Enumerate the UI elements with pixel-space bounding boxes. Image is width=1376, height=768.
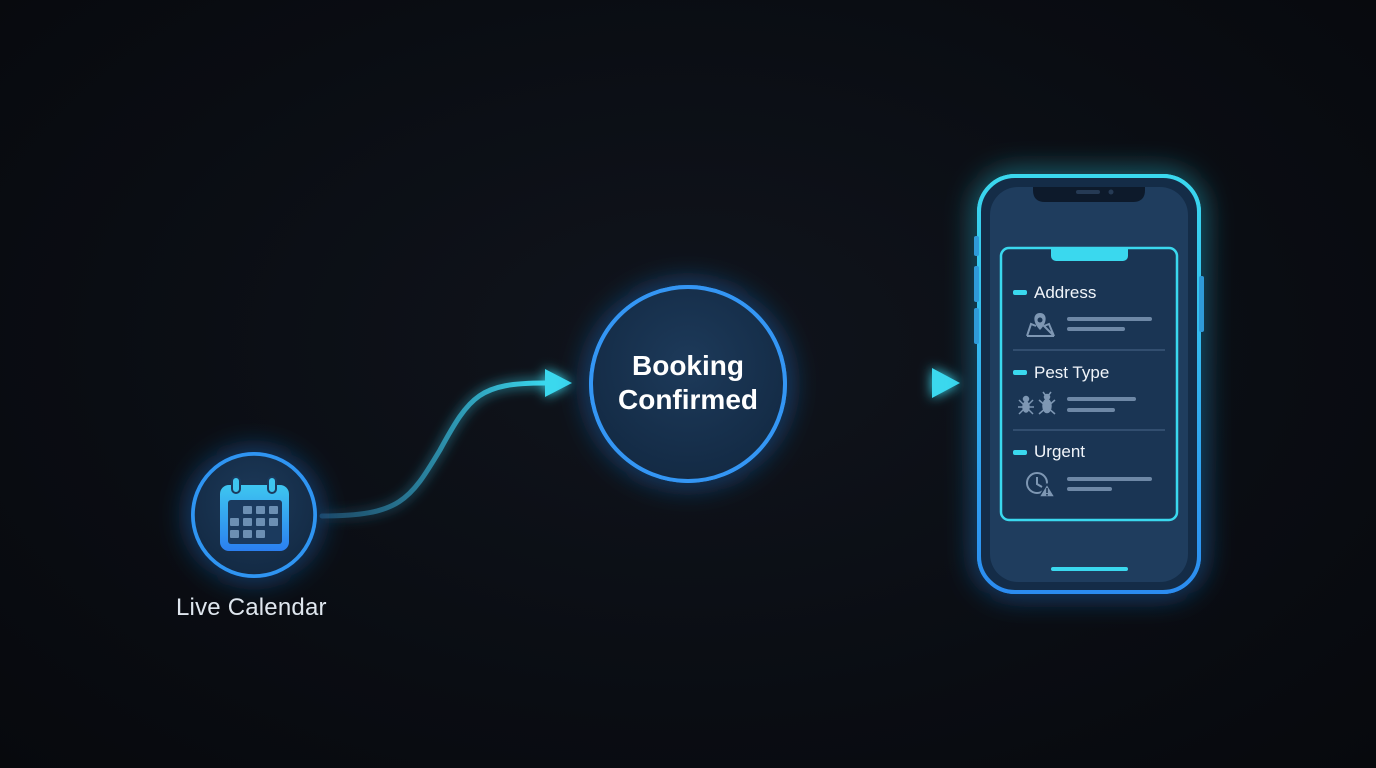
- urgent-marker: [1013, 450, 1027, 455]
- connector-calendar-to-booking: [319, 369, 572, 519]
- phone-side-button: [1199, 276, 1204, 332]
- field-label-pest-type: Pest Type: [1034, 363, 1110, 382]
- calendar-icon: [220, 476, 289, 551]
- phone-side-button: [974, 308, 979, 344]
- field-label-address: Address: [1034, 283, 1097, 302]
- connector-booking-to-phone: [793, 368, 960, 398]
- arrowhead-1: [545, 369, 572, 397]
- arrowhead-2: [932, 368, 960, 398]
- booking-label-line2: Confirmed: [618, 384, 758, 415]
- insects-icon: [1018, 391, 1056, 415]
- field-label-urgent: Urgent: [1034, 442, 1086, 461]
- booking-label: Booking Confirmed: [588, 349, 788, 417]
- calendar-label: Live Calendar: [176, 594, 327, 621]
- phone-notch: [1033, 187, 1145, 202]
- booking-card: [999, 246, 1179, 522]
- phone-side-button: [974, 236, 979, 256]
- pest-type-marker: [1013, 370, 1027, 375]
- home-indicator: [1051, 567, 1128, 571]
- phone-side-button: [974, 266, 979, 302]
- calendar-node: [191, 452, 317, 578]
- clock-alert-icon: [1026, 472, 1057, 498]
- map-pin-icon: [1026, 313, 1055, 337]
- booking-node: [589, 285, 787, 483]
- phone-device: [974, 174, 1204, 594]
- address-marker: [1013, 290, 1027, 295]
- booking-label-line1: Booking: [632, 350, 744, 381]
